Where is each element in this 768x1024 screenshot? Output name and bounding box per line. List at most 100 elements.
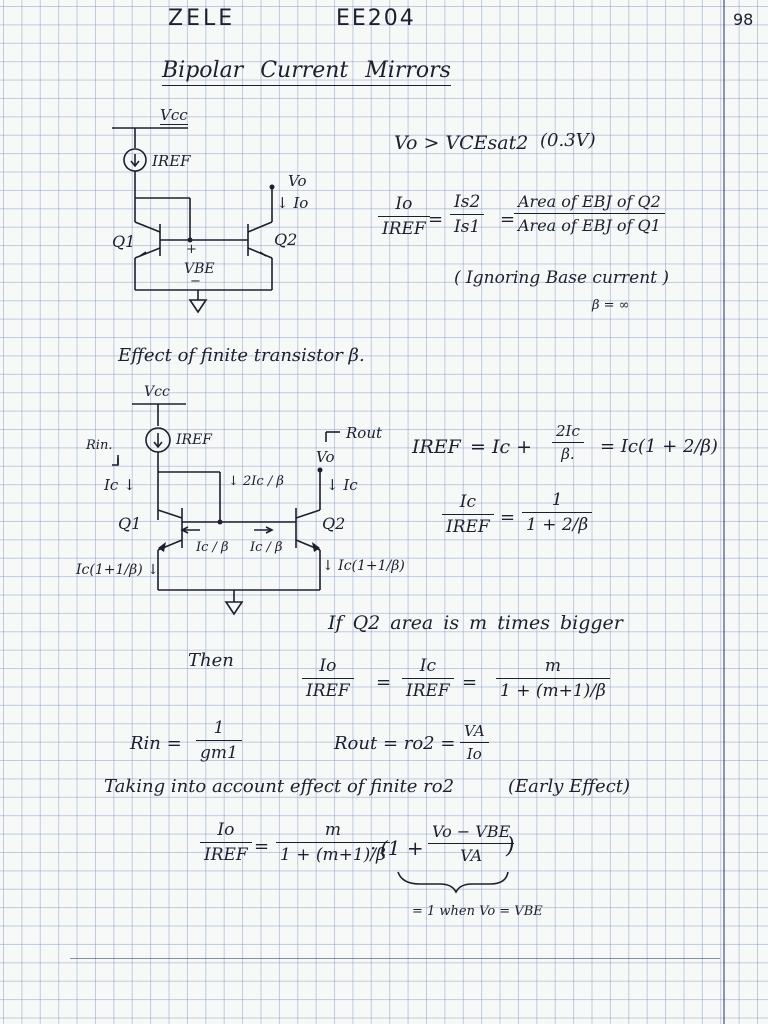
denominator: gm1 (200, 743, 238, 763)
early-effect-paren: (Early Effect) (508, 776, 631, 797)
c2-vcc-label: Vcc (144, 384, 170, 400)
c2-2ic-beta: ↓ 2Ic / β (228, 474, 284, 489)
multiply-dot: · (370, 836, 377, 860)
c1-io-label: ↓ Io (276, 194, 309, 212)
denominator: Io (466, 745, 482, 763)
c2-vo-label: Vo (316, 448, 335, 466)
finite-beta-heading: Effect of finite transistor β. (118, 345, 365, 366)
iref-eq-fraction: 2Ic β. (552, 422, 584, 463)
denominator: IREF (446, 517, 490, 537)
numerator: Vo − VBE (432, 822, 511, 841)
early-effect-heading: Taking into account effect of finite ro2 (104, 776, 455, 797)
c1-vcc-label: Vcc (160, 106, 188, 125)
equals-sign: = (254, 836, 270, 857)
circuit-1-wires (112, 127, 275, 314)
c2-ic-right: ↓ Ic (326, 476, 358, 494)
denominator: 1 + (m+1)/β (500, 681, 606, 701)
rout-lhs: Rout = ro2 = (334, 733, 456, 754)
equals-sign: = (376, 672, 392, 693)
final-m-fraction: m 1 + (m+1)/β (276, 820, 390, 865)
circuit-2-wires (112, 403, 340, 616)
ic-iref-result: 1 1 + 2/β (522, 490, 593, 535)
right-margin-line (723, 0, 725, 1024)
numerator: m (324, 820, 341, 840)
equals-sign: = (500, 507, 516, 528)
iref-eq-mid: = Ic + (470, 436, 533, 458)
denominator: VA (460, 846, 483, 865)
denominator: IREF (382, 219, 426, 239)
numerator: VA (464, 722, 485, 740)
equals-sign: = (462, 672, 478, 693)
unity-condition-note: = 1 when Vo = VBE (412, 904, 543, 919)
c2-q1-label: Q1 (118, 514, 142, 533)
c2-q2-label: Q2 (322, 514, 346, 533)
vce-value: (0.3V) (540, 130, 596, 151)
numerator: Area of EBJ of Q2 (518, 192, 661, 211)
c2-ic-left: Ic ↓ (104, 476, 136, 494)
c1-iref-label: IREF (152, 152, 191, 170)
numerator: Is2 (454, 192, 481, 212)
ignoring-base-current-note: ( Ignoring Base current ) (454, 268, 670, 288)
numerator: Io (217, 820, 235, 840)
denominator: Is1 (454, 217, 481, 237)
denominator: IREF (204, 845, 248, 865)
c1-vo-label: Vo (288, 172, 307, 190)
page-title: Bipolar Current Mirrors (162, 58, 451, 86)
c2-emitter-current-right: ↓ Ic(1+1/β) (322, 558, 405, 574)
c2-rout-label: Rout (346, 424, 383, 442)
page-number: 98 (733, 10, 754, 29)
equals-sign: = (500, 209, 516, 230)
numerator: m (544, 656, 561, 676)
c1-vbe-label: VBE (184, 261, 215, 277)
c1-q1-label: Q1 (112, 232, 136, 251)
iref-eq-lhs: IREF (412, 436, 461, 458)
bottom-rule (70, 958, 720, 959)
m-eq-result: m 1 + (m+1)/β (496, 656, 610, 701)
rout-fraction: VA Io (460, 722, 489, 763)
numerator: 2Ic (556, 422, 580, 440)
area-ratio-fraction: Area of EBJ of Q2 Area of EBJ of Q1 (514, 192, 665, 235)
numerator: 1 (213, 718, 225, 738)
iref-eq-rhs: = Ic(1 + 2/β) (600, 436, 718, 457)
c2-rin-label: Rin. (86, 438, 113, 453)
header-author: ZELE (168, 6, 236, 31)
c1-plus-label: + (186, 242, 197, 257)
c1-minus-label: − (190, 274, 201, 289)
denominator: IREF (406, 681, 450, 701)
c2-iref-label: IREF (176, 432, 213, 448)
rin-lhs: Rin = (130, 733, 182, 754)
numerator: Ic (459, 492, 476, 512)
vce-condition: Vo > VCEsat2 (394, 132, 529, 154)
early-factor-fraction: Vo − VBE VA (428, 822, 515, 865)
denominator: IREF (306, 681, 350, 701)
c2-ic-beta-left: Ic / β (196, 540, 229, 555)
numerator: Ic (419, 656, 436, 676)
denominator: 1 + 2/β (526, 515, 589, 535)
early-factor-open: (1 + (380, 836, 424, 860)
denominator: Area of EBJ of Q1 (518, 216, 661, 235)
numerator: Io (319, 656, 337, 676)
denominator: β. (561, 445, 575, 463)
c2-emitter-current-left: Ic(1+1/β) ↓ (76, 562, 159, 578)
header-course: EE204 (336, 6, 416, 31)
denominator: 1 + (m+1)/β (280, 845, 386, 865)
numerator: Io (395, 194, 413, 214)
early-factor-close: ) (506, 834, 515, 859)
numerator: 1 (551, 490, 563, 510)
beta-infinity: β = ∞ (592, 298, 630, 313)
area-scaling-note: If Q2 area is m times bigger (328, 612, 623, 634)
equals-sign: = (428, 209, 444, 230)
c1-q2-label: Q2 (274, 230, 298, 249)
c2-ic-beta-right: Ic / β (250, 540, 283, 555)
then-label: Then (188, 650, 234, 671)
